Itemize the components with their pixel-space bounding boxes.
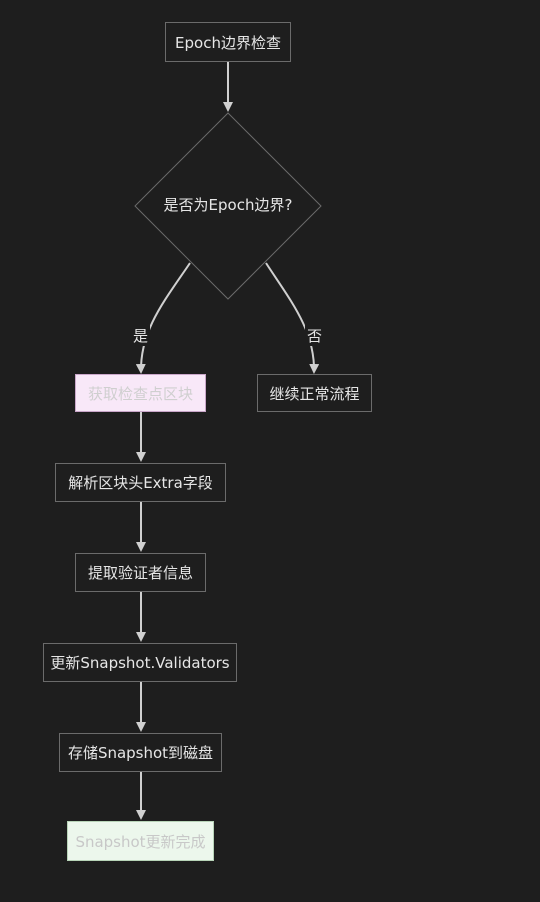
node-continue-normal: 继续正常流程 xyxy=(257,374,372,412)
node-extract-validators: 提取验证者信息 xyxy=(75,553,206,592)
node-get-checkpoint-block: 获取检查点区块 xyxy=(75,374,206,412)
node-decision-label: 是否为Epoch边界? xyxy=(163,196,293,214)
node-store-snapshot: 存储Snapshot到磁盘 xyxy=(59,733,222,772)
edge-label-yes: 是 xyxy=(131,325,151,346)
decision-diamond xyxy=(134,112,322,300)
node-update-snapshot: 更新Snapshot.Validators xyxy=(43,643,237,682)
edge-label-no: 否 xyxy=(305,325,325,346)
node-parse-extra: 解析区块头Extra字段 xyxy=(55,463,226,502)
node-epoch-check: Epoch边界检查 xyxy=(165,22,291,62)
edge-decision-no xyxy=(265,262,320,374)
node-snapshot-done: Snapshot更新完成 xyxy=(67,821,214,861)
edge-decision-yes xyxy=(135,262,191,374)
